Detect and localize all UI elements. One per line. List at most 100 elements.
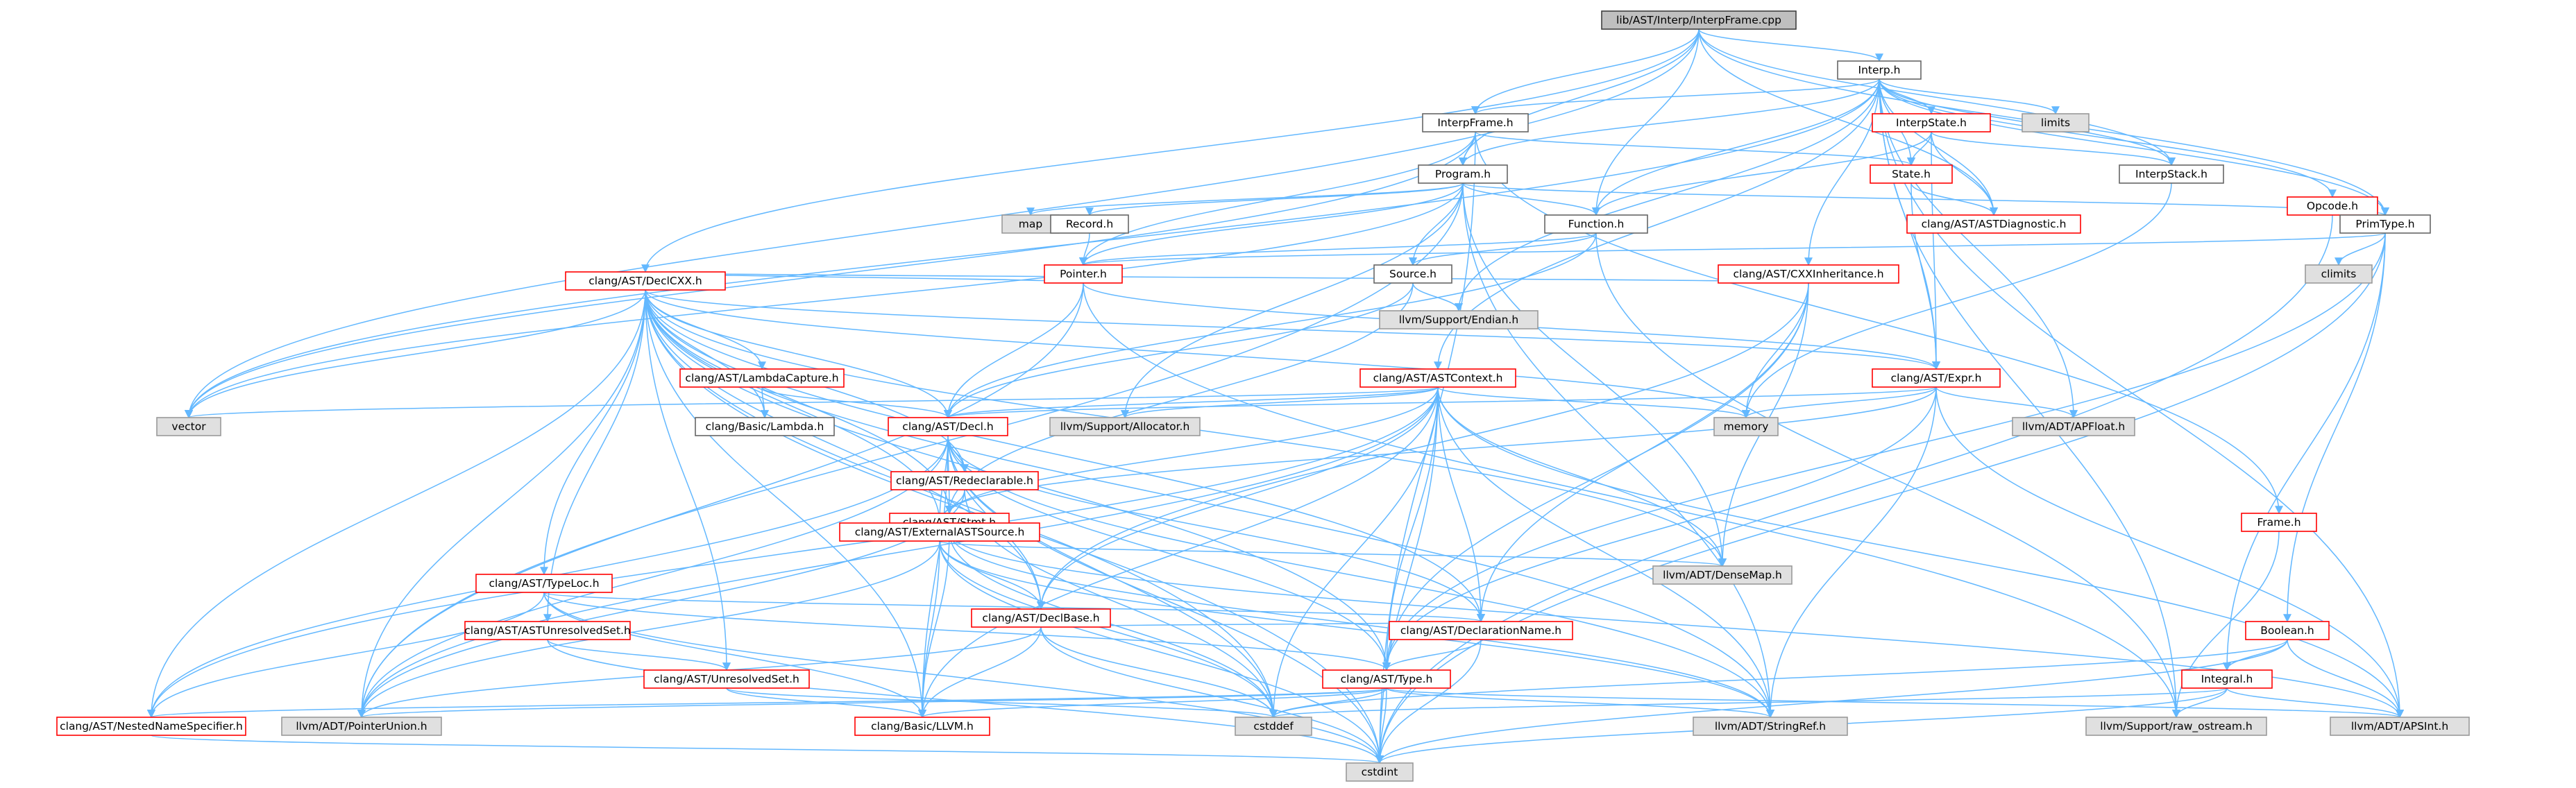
node-externalastsource-h[interactable]: clang/AST/ExternalASTSource.h [839,522,1040,542]
node-label: climits [2321,268,2357,280]
node-box [1235,717,1312,736]
node-type-h[interactable]: clang/AST/Type.h [1322,669,1451,689]
edge-expr_h-to-memory [1742,386,1937,419]
node-label: Boolean.h [2260,624,2314,637]
node-redeclarable-h[interactable]: clang/AST/Redeclarable.h [890,471,1039,490]
node-box [464,621,631,640]
node-astdiagnostic-h[interactable]: clang/AST/ASTDiagnostic.h [1906,214,2081,234]
node-source-h[interactable]: Source.h [1373,264,1452,284]
edge-primtype_h-to-boolean_h [2283,232,2386,623]
node-integral-h[interactable]: Integral.h [2181,669,2273,689]
node-state-h[interactable]: State.h [1870,164,1953,184]
edge-externalastsource_h-to-pointerunion_h [357,540,940,719]
edge-declbase_h-to-cstdint [1040,626,1384,764]
edge-cxxinheritance_h-to-declcxx_h [643,271,1809,284]
edge-pointer_h-to-decl_h [944,282,1084,419]
node-box [2012,417,2135,436]
edge-typeloc_h-to-declarationname_h [543,592,1485,623]
node-primtype-h[interactable]: PrimType.h [2339,214,2431,234]
node-box [2245,621,2330,640]
node-function-h[interactable]: Function.h [1544,214,1648,234]
edge-cxxinheritance_h-to-declbase_h [1037,282,1809,610]
node-apfloat-h: llvm/ADT/APFloat.h [2012,417,2135,436]
node-decl-h[interactable]: clang/AST/Decl.h [888,417,1008,436]
node-label: clang/AST/CXXInheritance.h [1733,268,1883,280]
edge-program_h-to-allocator_h [1121,182,1464,419]
node-unresolvedset-h[interactable]: clang/AST/UnresolvedSet.h [643,669,810,689]
edge-stmt_h-to-cstddef [949,531,1278,719]
node-declarationname-h[interactable]: clang/AST/DeclarationName.h [1389,621,1573,640]
edge-root-to-interpframe_h [1471,28,1700,115]
edge-integral_h-to-raw_ostream_h [2172,687,2228,719]
edge-root-to-interp_h [1698,28,1883,62]
edge-astcontext_h-to-vector [185,386,1439,419]
node-box [2287,196,2378,216]
edge-type_h-to-apsint_h [1386,687,2404,719]
edge-type_h-to-stringref_h [1386,687,1774,719]
node-box [2119,164,2224,184]
node-label: clang/AST/TypeLoc.h [489,577,599,590]
node-nestednamespecifier-h[interactable]: clang/AST/NestedNameSpecifier.h [56,717,246,736]
node-declbase-h[interactable]: clang/AST/DeclBase.h [971,608,1111,628]
node-box [56,717,246,736]
node-box [1870,164,1953,184]
edge-interpstate_h-to-interpstack_h [1931,131,2176,166]
edge-interpframe_h-to-state_h [1475,131,1915,166]
node-limits: limits [2022,113,2090,132]
edge-declcxx_h-to-vector [185,289,646,419]
node-cxxinheritance-h[interactable]: clang/AST/CXXInheritance.h [1718,264,1899,284]
node-expr-h[interactable]: clang/AST/Expr.h [1872,368,2001,388]
edge-declbase_h-to-llvm_h [918,626,1042,719]
node-typeloc-h[interactable]: clang/AST/TypeLoc.h [475,574,613,593]
node-interpframe-h[interactable]: InterpFrame.h [1422,113,1529,132]
edge-program_h-to-function_h [1462,182,1600,216]
node-box [1872,113,1991,132]
node-label: Interp.h [1858,64,1901,76]
node-label: clang/AST/DeclBase.h [982,612,1099,624]
node-allocator-h: llvm/Support/Allocator.h [1049,417,1201,436]
node-opcode-h[interactable]: Opcode.h [2287,196,2378,216]
node-record-h[interactable]: Record.h [1050,214,1129,234]
edge-astcontext_h-to-pointerunion_h [357,386,1439,719]
node-label: memory [1724,420,1769,433]
node-lambdacapture-h[interactable]: clang/AST/LambdaCapture.h [679,368,845,388]
node-llvm-h[interactable]: clang/Basic/LLVM.h [854,717,990,736]
node-declcxx-h[interactable]: clang/AST/DeclCXX.h [565,271,726,291]
node-astcontext-h[interactable]: clang/AST/ASTContext.h [1359,368,1516,388]
node-root[interactable]: lib/AST/Interp/InterpFrame.cpp [1601,10,1797,30]
edge-interpstate_h-to-astdiagnostic_h [1931,131,1998,216]
edge-interp_h-to-interpframe_h [1471,78,1880,115]
edge-root-to-vector [185,28,1700,419]
edge-program_h-to-source_h [1409,182,1464,266]
node-box [1544,214,1648,234]
node-box [1693,717,1848,736]
node-interp-h[interactable]: Interp.h [1837,60,1922,80]
node-box [1346,762,1414,782]
node-box [1418,164,1508,184]
edge-state_h-to-astdiagnostic_h [1910,182,1998,216]
node-label: llvm/ADT/PointerUnion.h [296,720,427,733]
edge-state_h-to-expr_h [1910,182,1940,370]
node-interpstack-h[interactable]: InterpStack.h [2119,164,2224,184]
edge-declcxx_h-to-memory [645,289,1750,419]
node-interpstate-h[interactable]: InterpState.h [1872,113,1991,132]
node-label: Opcode.h [2307,200,2358,212]
node-lambda-h[interactable]: clang/Basic/Lambda.h [695,417,835,436]
node-program-h[interactable]: Program.h [1418,164,1508,184]
node-pointer-h[interactable]: Pointer.h [1044,264,1123,284]
node-frame-h[interactable]: Frame.h [2241,513,2317,532]
node-label: llvm/ADT/DenseMap.h [1663,569,1782,581]
edge-astcontext_h-to-nestednamespecifier_h [147,386,1439,719]
node-label: Frame.h [2257,516,2300,529]
edge-declarationname_h-to-type_h [1382,639,1482,671]
edge-primtype_h-to-integral_h [2223,232,2386,671]
edge-type_h-to-cstdint [1375,687,1387,764]
node-boolean-h[interactable]: Boolean.h [2245,621,2330,640]
edge-astcontext_h-to-decl_h [944,386,1439,419]
nodes-layer: lib/AST/Interp/InterpFrame.cppInterp.hIn… [56,10,2470,782]
node-astunresolvedset-h[interactable]: clang/AST/ASTUnresolvedSet.h [464,621,631,640]
edge-boolean_h-to-cstddef [1269,639,2288,719]
node-label: clang/AST/ASTUnresolvedSet.h [464,624,631,637]
edge-interp_h-to-limits [1879,78,2060,115]
